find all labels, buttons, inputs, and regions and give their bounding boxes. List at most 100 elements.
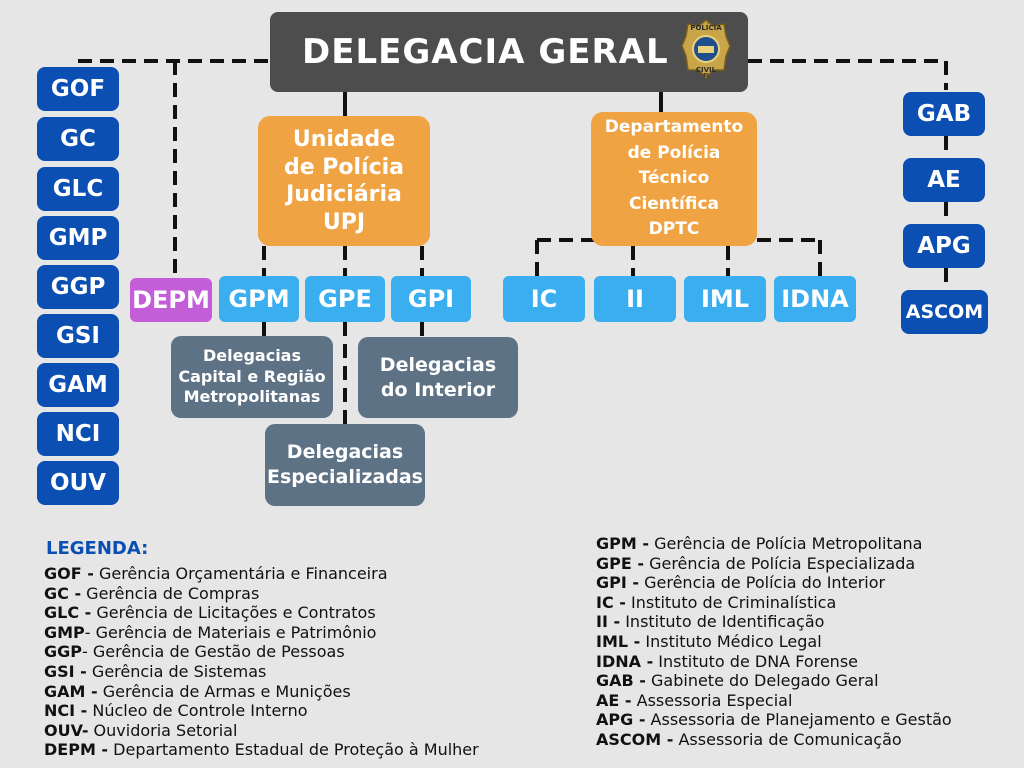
node-ggp: GGP — [37, 265, 119, 309]
node-depm: DEPM — [130, 278, 212, 322]
legend-code: ASCOM - — [596, 729, 674, 749]
legend-code: GMP — [44, 622, 85, 642]
legend-code: II - — [596, 612, 621, 632]
legend-code: GPM - — [596, 534, 649, 553]
dptc-line-5: DPTC — [648, 219, 700, 240]
node-gsi: GSI — [37, 314, 119, 358]
legend-code: GAM - — [44, 681, 98, 701]
legend-row: GPM - Gerência de Polícia Metropolitana — [596, 534, 952, 554]
legend-code: NCI - — [44, 701, 88, 721]
legend-code: DEPM - — [44, 740, 109, 760]
dptc-line-3: Técnico — [638, 168, 710, 189]
dptc-line-4: Científica — [628, 193, 720, 214]
node-glc: GLC — [37, 167, 119, 211]
upj-line-2: de Polícia — [283, 154, 405, 180]
legend-left-column: GOF - Gerência Orçamentária e Financeira… — [44, 564, 479, 760]
node-gpi: GPI — [391, 276, 471, 322]
legend-code: GPE - — [596, 553, 644, 573]
legend-row: OUV- Ouvidoria Setorial — [44, 721, 479, 741]
badge-top-text: POLÍCIA — [690, 24, 722, 32]
delegacias-especializadas-line-2: Especializadas — [266, 466, 423, 488]
legend-code: IC - — [596, 592, 626, 612]
node-idna: IDNA — [774, 276, 856, 322]
legend-row: DEPM - Departamento Estadual de Proteção… — [44, 740, 479, 760]
node-delegacias-especializadas: Delegacias Especializadas — [265, 424, 425, 506]
node-gam: GAM — [37, 363, 119, 407]
legend-code: IML - — [596, 631, 641, 651]
legend-description: Instituto Médico Legal — [640, 631, 822, 651]
dptc-line-1: Departamento — [604, 117, 744, 138]
legend-code: IDNA - — [596, 651, 654, 671]
node-ouv: OUV — [37, 461, 119, 505]
legend-code: GPI - — [596, 573, 640, 593]
legend-description: Gerência de Armas e Munições — [97, 681, 351, 701]
legend-row: GC - Gerência de Compras — [44, 584, 479, 604]
node-delegacias-interior: Delegacias do Interior — [358, 337, 518, 418]
legend-description: Gerência de Polícia do Interior — [639, 573, 886, 593]
legend-row: IML - Instituto Médico Legal — [596, 632, 952, 652]
legend-row: ASCOM - Assessoria de Comunicação — [596, 730, 952, 750]
legend-code: GLC - — [44, 603, 92, 623]
legend-description: - Gerência de Materiais e Patrimônio — [84, 622, 377, 642]
node-ic: IC — [503, 276, 585, 322]
node-gc: GC — [37, 117, 119, 161]
legend-description: Gabinete do Delegado Geral — [645, 671, 879, 691]
legend-row: GSI - Gerência de Sistemas — [44, 662, 479, 682]
dptc-line-2: de Polícia — [627, 142, 721, 163]
delegacias-capital-line-3: Metropolitanas — [183, 387, 321, 407]
legend-description: Instituto de Criminalística — [625, 592, 837, 612]
node-apg: APG — [903, 224, 985, 268]
delegacias-interior-line-2: do Interior — [380, 378, 496, 401]
legend-title: LEGENDA: — [46, 538, 149, 559]
legend-row: II - Instituto de Identificação — [596, 612, 952, 632]
legend-description: Gerência de Licitações e Contratos — [91, 603, 376, 623]
legend-description: Instituto de Identificação — [620, 612, 825, 632]
node-gmp: GMP — [37, 216, 119, 260]
legend-code: APG - — [596, 710, 646, 730]
legend-row: GPI - Gerência de Polícia do Interior — [596, 573, 952, 593]
node-gpe: GPE — [305, 276, 385, 322]
legend-row: AE - Assessoria Especial — [596, 691, 952, 711]
legend-description: Gerência de Polícia Metropolitana — [649, 534, 923, 553]
legend-description: Instituto de DNA Forense — [653, 651, 858, 671]
upj-line-4: UPJ — [322, 209, 366, 235]
legend-description: Departamento Estadual de Proteção à Mulh… — [108, 740, 479, 760]
legend-row: GAM - Gerência de Armas e Munições — [44, 682, 479, 702]
node-ae: AE — [903, 158, 985, 202]
node-dptc: Departamento de Polícia Técnico Científi… — [591, 112, 757, 246]
legend-description: Núcleo de Controle Interno — [87, 701, 308, 721]
delegacias-especializadas-line-1: Delegacias — [286, 441, 404, 464]
node-nci: NCI — [37, 412, 119, 456]
legend-code: AE - — [596, 690, 632, 710]
legend-description: - Gerência de Gestão de Pessoas — [82, 642, 345, 662]
legend-row: GOF - Gerência Orçamentária e Financeira — [44, 564, 479, 584]
legend-row: GPE - Gerência de Polícia Especializada — [596, 554, 952, 574]
node-iml: IML — [684, 276, 766, 322]
police-badge-icon — [681, 19, 731, 80]
legend-description: Gerência Orçamentária e Financeira — [93, 564, 388, 583]
legend-row: IC - Instituto de Criminalística — [596, 593, 952, 613]
node-gab: GAB — [903, 92, 985, 136]
node-delegacias-capital: Delegacias Capital e Região Metropolitan… — [171, 336, 333, 418]
delegacias-capital-line-2: Capital e Região — [178, 366, 326, 386]
legend-row: APG - Assessoria de Planejamento e Gestã… — [596, 710, 952, 730]
badge-tiny-text: PI — [703, 73, 709, 79]
legend-description: Assessoria de Planejamento e Gestão — [645, 710, 952, 730]
legend-description: Gerência de Compras — [81, 583, 260, 603]
delegacias-capital-line-1: Delegacias — [202, 345, 301, 365]
legend-description: Gerência de Polícia Especializada — [644, 553, 916, 573]
legend-row: IDNA - Instituto de DNA Forense — [596, 652, 952, 672]
legend-code: GC - — [44, 583, 82, 603]
upj-line-1: Unidade — [292, 127, 396, 152]
delegacias-interior-line-1: Delegacias — [379, 353, 497, 376]
legend-row: GMP- Gerência de Materiais e Patrimônio — [44, 623, 479, 643]
legend-code: GAB - — [596, 671, 646, 691]
legend-code: GSI - — [44, 661, 87, 681]
node-upj: Unidade de Polícia Judiciária UPJ — [258, 116, 430, 246]
title-box: DELEGACIA GERAL — [270, 12, 748, 92]
legend-description: Assessoria de Comunicação — [673, 729, 902, 749]
node-gof: GOF — [37, 67, 119, 111]
badge-bottom-text: CIVIL — [695, 66, 717, 74]
